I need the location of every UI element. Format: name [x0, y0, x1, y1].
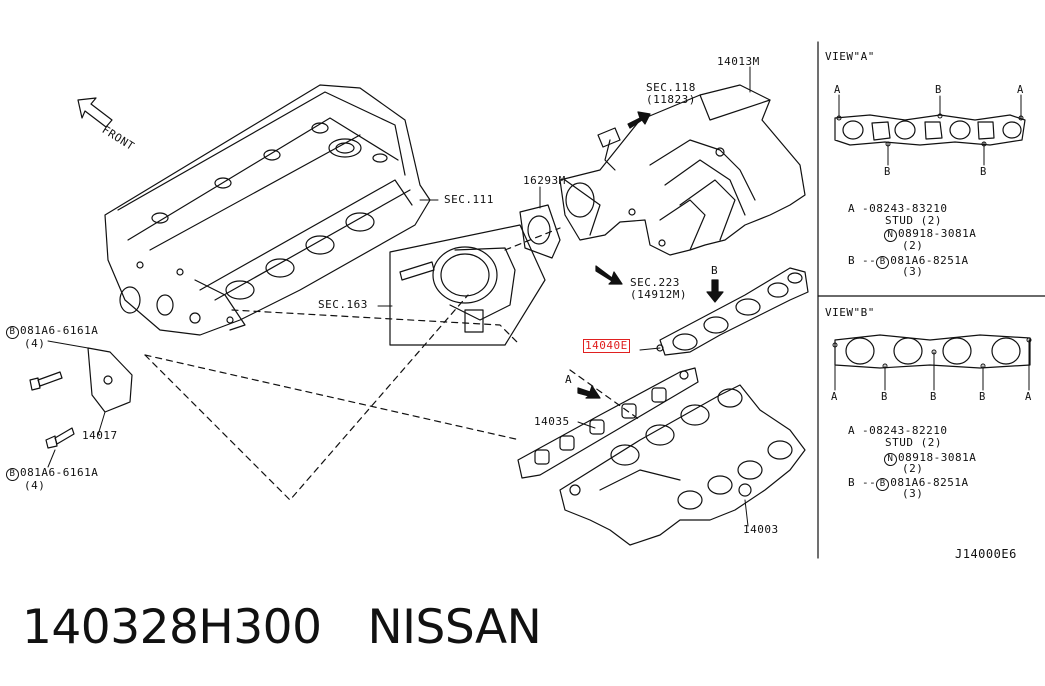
view-a-gasket: [834, 114, 1026, 146]
view-a-arrow-label: A: [565, 373, 573, 386]
sec163-label: SEC.163: [318, 298, 368, 311]
view-b-legend-stud-name: STUD (2): [885, 436, 942, 449]
view-b-legend-nut-qty: (2): [902, 462, 924, 475]
view-a-legend-stud-name: STUD (2): [885, 214, 942, 227]
direction-arrows: [577, 111, 724, 399]
sec118-label: SEC.118: [646, 81, 696, 94]
view-b-marker-a2: A: [1025, 391, 1032, 403]
view-a-marker-b3: B: [980, 166, 987, 178]
sec118-code-label: (11823): [646, 93, 696, 106]
circle-b-icon: B: [6, 326, 19, 339]
bolt-upper-qty: (4): [24, 337, 46, 350]
bolt-lower-code: 081A6-6161A: [20, 466, 99, 479]
view-a-marker-a2: A: [1017, 84, 1024, 96]
bracket-14017: [87, 347, 133, 413]
gasket-14035: [517, 367, 699, 479]
sec223-label: SEC.223: [630, 276, 680, 289]
part-label-16293m: 16293M: [523, 174, 566, 187]
view-a-marker-b1: B: [935, 84, 942, 96]
view-b-title: VIEW"B": [825, 306, 875, 319]
cylinder-head: [104, 84, 431, 336]
view-b-legend-bolt-key: B: [848, 476, 856, 489]
brand-name: NISSAN: [367, 600, 542, 655]
view-b-legend-stud-code: -08243-82210: [862, 424, 948, 437]
gasket-16293m: [519, 204, 561, 259]
sec111-label: SEC.111: [444, 193, 494, 206]
bolt-lower-qty: (4): [24, 479, 46, 492]
front-arrow-icon: [77, 97, 113, 128]
bolt-upper-code: 081A6-6161A: [20, 324, 99, 337]
leader-lines: [47, 66, 751, 527]
view-a-legend-bolt-key: B: [848, 254, 856, 267]
part-number: 140328H300: [22, 600, 322, 655]
part-caption: 140328H300 NISSAN: [22, 598, 587, 658]
view-b-legend-bolt-qty: (3): [902, 487, 924, 500]
intake-manifold-upper: [559, 84, 806, 256]
view-b-marker-b2: B: [930, 391, 937, 403]
view-b-markers: [832, 337, 1032, 391]
throttle-body-bracket: [389, 224, 546, 346]
part-label-14017: 14017: [82, 429, 118, 442]
guide-lines: [144, 227, 641, 501]
view-a-markers: [836, 94, 1024, 166]
circle-b-icon: B: [6, 468, 19, 481]
view-b-legend-stud-key: A: [848, 424, 856, 437]
view-a-legend-stud-key: A: [848, 202, 856, 215]
gasket-14040e: [656, 267, 809, 356]
view-a-legend-bolt-qty: (3): [902, 265, 924, 278]
view-a-marker-b2: B: [884, 166, 891, 178]
arrow-b-main: [706, 279, 724, 303]
line-drawing: [29, 41, 1045, 559]
intake-manifold-lower: [559, 384, 806, 546]
arrow-sec118: [627, 111, 651, 129]
part-label-14003: 14003: [743, 523, 779, 536]
sec223-code-label: (14912M): [630, 288, 687, 301]
view-b-marker-b3: B: [979, 391, 986, 403]
view-a-marker-a1: A: [834, 84, 841, 96]
view-b-marker-b1: B: [881, 391, 888, 403]
arrow-a-main: [577, 385, 601, 399]
part-label-14013m: 14013M: [717, 55, 760, 68]
view-a-title: VIEW"A": [825, 50, 875, 63]
diagram-ref-code: J14000E6: [955, 547, 1017, 561]
part-label-14035: 14035: [534, 415, 570, 428]
throttle-body: [399, 246, 516, 333]
arrow-sec223: [595, 265, 623, 285]
view-b-arrow-label: B: [711, 264, 719, 277]
bolt-upper: [29, 371, 63, 391]
view-b-marker-a1: A: [831, 391, 838, 403]
bolt-lower: [45, 427, 75, 449]
view-a-legend-nut-qty: (2): [902, 239, 924, 252]
view-a-legend-stud-code: -08243-83210: [862, 202, 948, 215]
view-b-gasket: [834, 334, 1031, 369]
part-label-14040e-highlighted[interactable]: 14040E: [583, 339, 630, 353]
